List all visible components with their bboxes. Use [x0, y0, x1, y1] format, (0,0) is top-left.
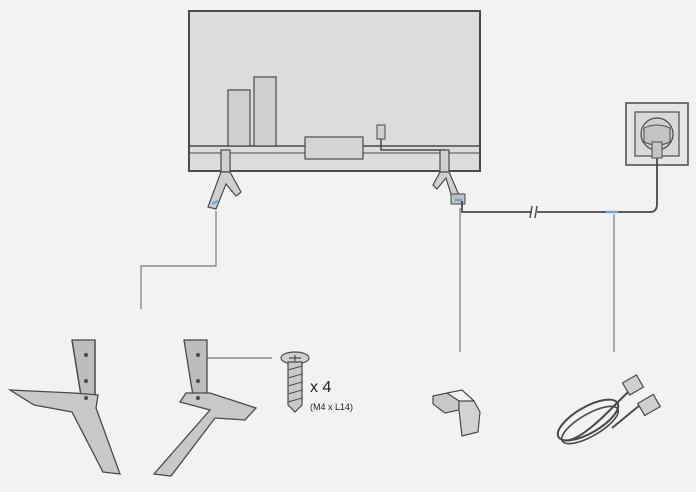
screw-icon	[280, 351, 310, 413]
leader-lines	[140, 208, 615, 359]
screw-spec-label: (M4 x L14)	[310, 402, 353, 412]
cable-clip-icon	[432, 389, 481, 437]
power-cord-icon	[556, 374, 662, 445]
stand-leg-icon	[152, 339, 258, 477]
tv-back-icon	[188, 10, 481, 172]
wall-outlet-icon	[625, 102, 689, 166]
attached-stand-left-icon	[207, 149, 242, 210]
power-cable-line	[461, 158, 658, 219]
attached-stand-right-icon	[432, 149, 466, 205]
stand-leg-icon	[7, 339, 121, 475]
screw-quantity-label: x 4	[310, 379, 331, 396]
